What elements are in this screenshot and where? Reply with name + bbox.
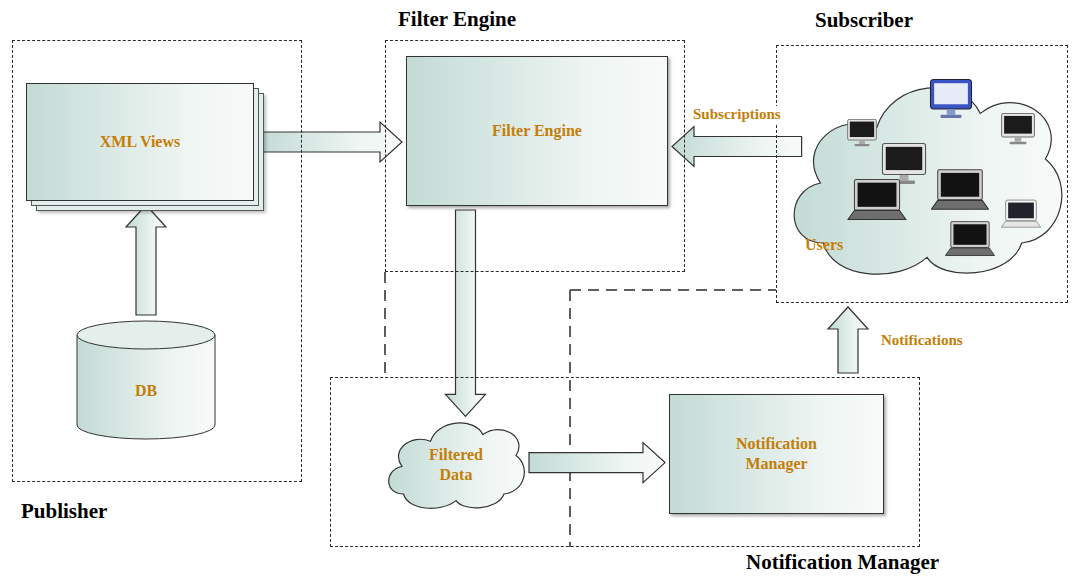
subscriber-region: Subscriber Users xyxy=(776,45,1068,303)
block-arrow xyxy=(446,210,486,416)
data-cloud: Filtered Data xyxy=(381,406,531,516)
region-title: Filter Engine xyxy=(398,7,516,32)
users-cloud: Users xyxy=(779,51,1075,291)
node-label: XML Views xyxy=(100,132,180,152)
block-arrow xyxy=(126,205,166,315)
cloud-shape xyxy=(779,51,1075,291)
block-arrow xyxy=(828,307,868,373)
cloud-outline xyxy=(389,423,525,508)
cylinder-top xyxy=(77,321,215,349)
block-arrow xyxy=(672,127,802,167)
region-title: Notification Manager xyxy=(746,550,939,575)
publisher-region: PublisherXML ViewsDB xyxy=(12,40,302,482)
block-arrow xyxy=(258,122,402,162)
computer-illustration xyxy=(779,51,1075,291)
cylinder-shape xyxy=(76,319,216,441)
node-label: Filtered Data xyxy=(416,445,496,485)
cylinder-body xyxy=(77,335,215,439)
region-title: Publisher xyxy=(21,499,107,524)
region-title: Subscriber xyxy=(815,8,913,33)
node-label: Notification Manager xyxy=(717,434,837,474)
dashed-divider xyxy=(384,272,386,377)
node-label: DB xyxy=(135,381,157,401)
block-arrow xyxy=(529,443,665,483)
filter-engine-region: Filter EngineFilter Engine xyxy=(385,40,685,272)
dashed-divider xyxy=(569,290,571,547)
node-label: Filter Engine xyxy=(492,121,582,141)
process-box: Filter Engine xyxy=(406,56,668,206)
node-label: Users xyxy=(805,235,843,255)
cloud-outline xyxy=(794,88,1062,274)
arrow-label: Notifications xyxy=(878,332,966,349)
notification-region: Notification ManagerFiltered DataNotific… xyxy=(330,377,920,547)
process-box: Notification Manager xyxy=(669,394,884,514)
database-cylinder: DB xyxy=(76,319,216,441)
xml-views-stack: XML Views xyxy=(26,83,254,201)
arrow-label: Subscriptions xyxy=(690,106,784,123)
dashed-divider xyxy=(570,289,776,291)
